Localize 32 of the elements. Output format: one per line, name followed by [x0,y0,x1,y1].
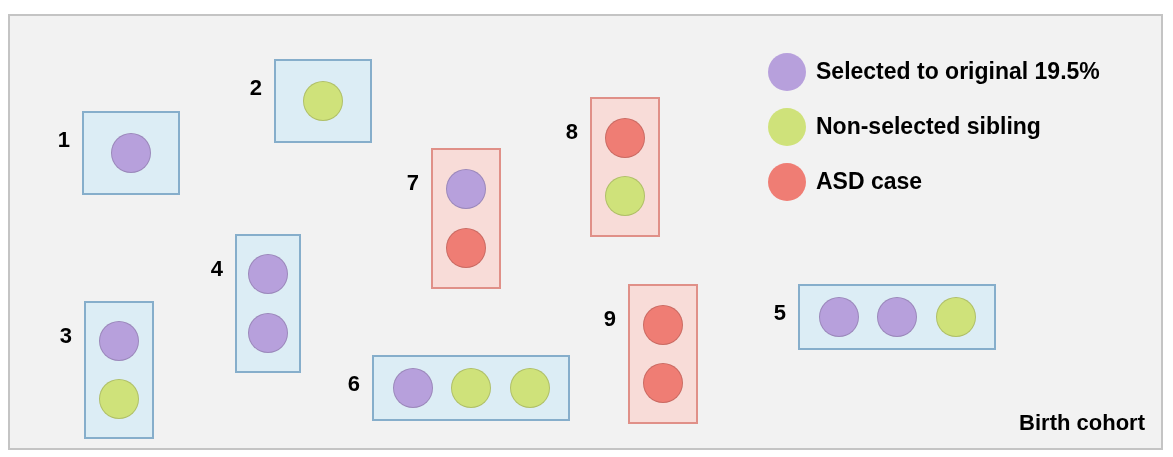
family-number: 8 [565,119,578,145]
family-number: 1 [57,127,70,153]
person-circle [446,169,486,209]
legend-label: ASD case [816,168,923,195]
person-circle [605,176,645,217]
person-circle [643,363,683,404]
person-circle [877,297,917,337]
family-number: 3 [59,323,72,349]
legend-label: Selected to original 19.5% [816,58,1100,85]
family-number: 9 [603,306,616,332]
person-circle [99,321,139,361]
family-number: 5 [773,300,786,326]
person-circle [392,368,433,408]
person-circle [605,117,645,158]
family-number: 4 [210,256,223,282]
person-circle [451,368,491,408]
cohort-panel [8,14,1163,450]
person-circle [509,368,550,408]
person-circle [248,312,288,353]
person-circle [303,81,343,121]
panel-title: Birth cohort [1019,410,1145,436]
person-circle [935,297,976,337]
person-circle [818,297,859,337]
family-number: 7 [406,170,419,196]
legend-label: Non-selected sibling [816,113,1041,140]
person-circle [99,379,139,419]
person-circle [111,133,151,173]
family-number: 2 [249,75,262,101]
person-circle [446,228,486,268]
person-circle [643,304,683,345]
person-circle [248,254,288,295]
family-number: 6 [347,371,360,397]
